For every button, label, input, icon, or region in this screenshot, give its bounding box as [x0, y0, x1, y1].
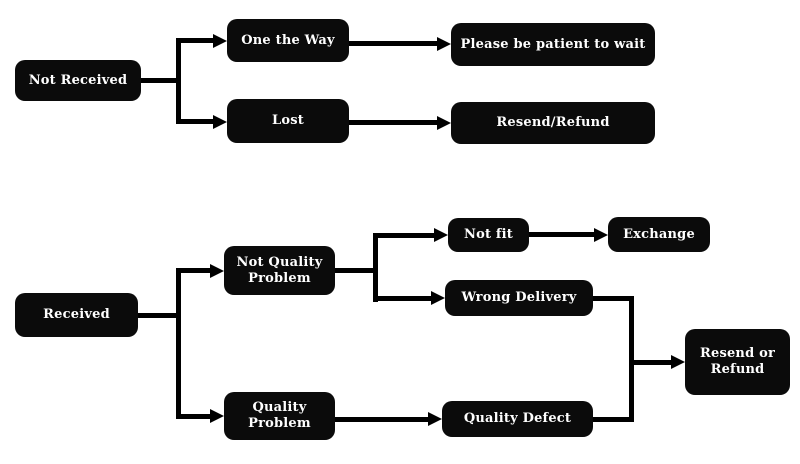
node-not-received: Not Received [15, 60, 141, 101]
node-one-the-way: One the Way [227, 19, 349, 62]
arrowhead-exchange-icon [594, 227, 608, 242]
arrowhead-one-the-way-icon [213, 33, 227, 48]
connector-bottom-branch-vertical [176, 268, 181, 419]
node-resend-refund: Resend/Refund [451, 102, 655, 144]
connector-merge-vertical [629, 295, 634, 422]
node-quality-defect: Quality Defect [442, 401, 593, 437]
connector-to-not-quality-problem [176, 268, 212, 273]
node-quality-problem: Quality Problem [224, 392, 335, 440]
node-lost: Lost [227, 99, 349, 143]
node-received: Received [15, 293, 138, 337]
connector-to-one-the-way [176, 38, 214, 43]
connector-one-the-way-to-please [349, 41, 439, 46]
connector-lost-to-resend [349, 120, 439, 125]
arrowhead-quality-defect-icon [428, 412, 442, 426]
arrowhead-not-quality-problem-icon [210, 263, 224, 278]
connector-quality-problem-to-defect [335, 416, 429, 422]
node-not-quality-problem: Not Quality Problem [224, 246, 335, 295]
node-wrong-delivery: Wrong Delivery [445, 280, 593, 316]
connector-not-quality-problem-out [335, 268, 378, 273]
arrowhead-please-be-patient-icon [437, 36, 451, 51]
arrowhead-quality-problem-icon [210, 409, 224, 423]
arrowhead-not-fit-icon [434, 228, 448, 242]
node-exchange: Exchange [608, 217, 710, 252]
connector-top-branch-vertical [176, 38, 181, 124]
arrowhead-resend-refund-icon [437, 115, 451, 130]
node-please-be-patient: Please be patient to wait [451, 23, 655, 66]
connector-received-out [138, 312, 178, 318]
node-resend-or-refund: Resend or Refund [685, 329, 790, 395]
connector-to-lost [176, 119, 214, 124]
connector-not-fit-to-exchange [529, 232, 595, 237]
node-not-fit: Not fit [448, 218, 529, 252]
connector-not-received-out [141, 78, 181, 83]
connector-wrong-delivery-out [593, 295, 634, 301]
connector-to-not-fit [373, 232, 435, 238]
arrowhead-lost-icon [213, 114, 227, 129]
connector-quality-defect-out [593, 416, 634, 422]
connector-to-resend-or-refund [629, 359, 672, 365]
arrowhead-wrong-delivery-icon [431, 291, 445, 305]
connector-to-wrong-delivery [373, 295, 432, 301]
connector-to-quality-problem [176, 413, 212, 419]
connector-mid-branch-vertical [373, 232, 378, 302]
arrowhead-resend-or-refund-icon [671, 355, 685, 369]
